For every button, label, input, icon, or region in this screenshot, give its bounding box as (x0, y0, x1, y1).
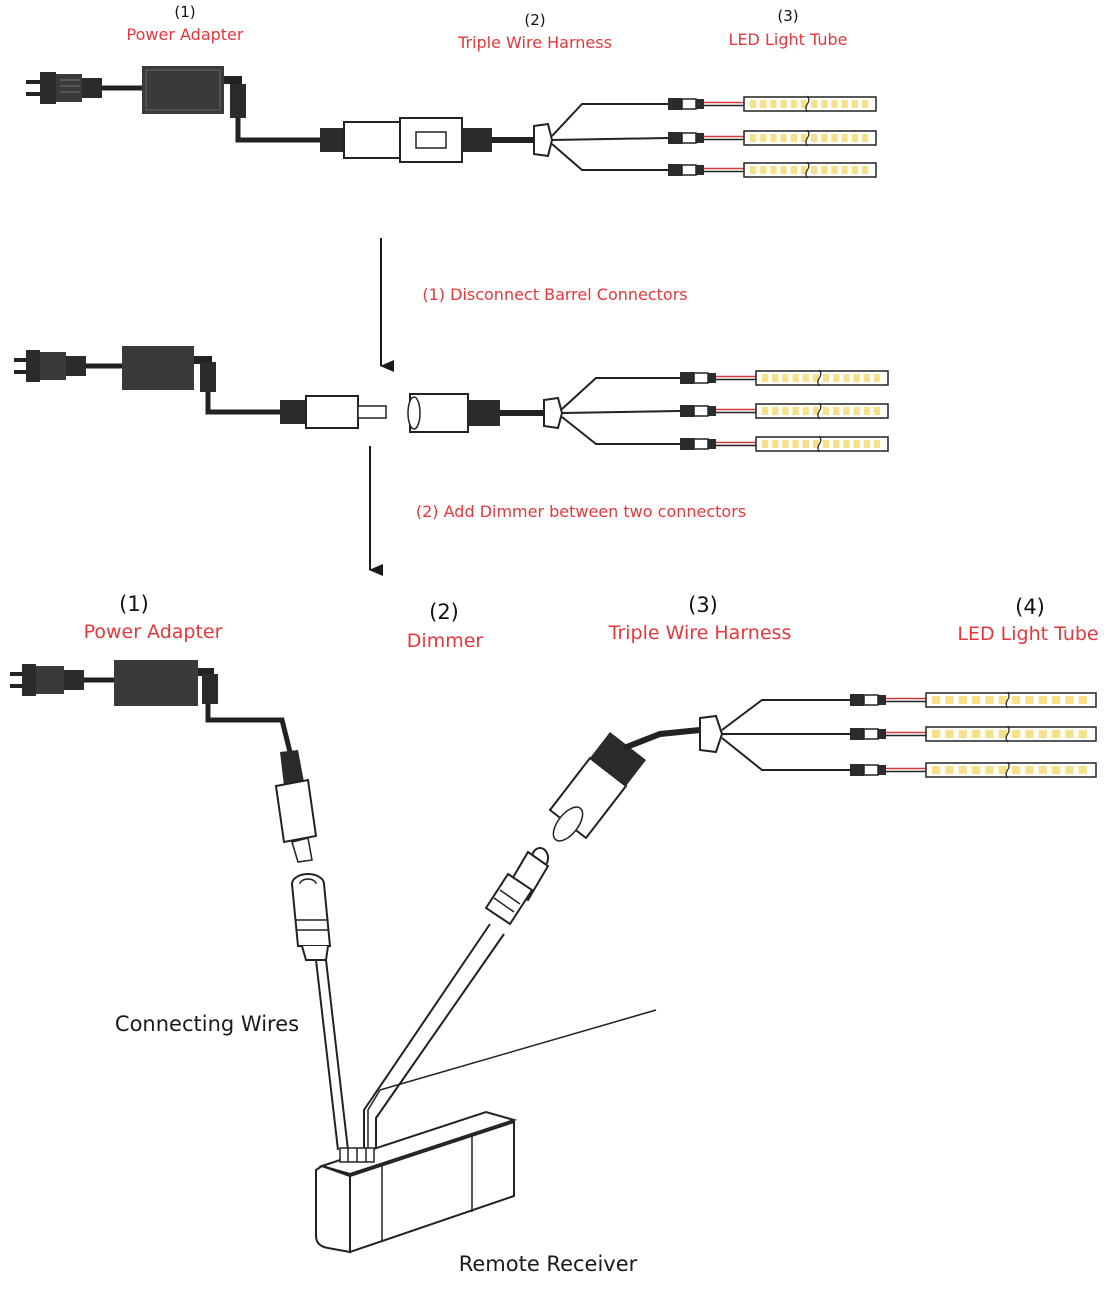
bottom-dimmer-number: (2) (429, 600, 459, 624)
led-strip-icon (668, 95, 877, 113)
led-strip-icon (680, 369, 889, 387)
adapter-icon (122, 346, 280, 415)
adapter-icon (142, 66, 320, 143)
remote-receiver-icon (315, 1110, 518, 1254)
connecting-wires-label: Connecting Wires (114, 1012, 300, 1036)
barrel-connector-icon (484, 847, 550, 926)
middle-assembly (14, 346, 889, 453)
barrel-connector-icon (407, 393, 544, 433)
bottom-assembly (10, 660, 1097, 1254)
bottom-led-number: (4) (1015, 595, 1045, 619)
top-harness-number: (2) (524, 11, 546, 29)
led-strip-icon (668, 129, 877, 147)
bottom-adapter-label: Power Adapter (83, 621, 223, 643)
top-adapter-number: (1) (174, 3, 196, 21)
barrel-connector-icon (320, 117, 534, 163)
plug-icon (14, 350, 122, 382)
barrel-connector-icon (280, 395, 387, 429)
led-strip-icon (680, 402, 889, 420)
top-led-label: LED Light Tube (728, 30, 848, 49)
top-harness-label: Triple Wire Harness (458, 33, 612, 52)
step2-text: (2) Add Dimmer between two connectors (415, 502, 747, 521)
barrel-connector-icon (291, 873, 332, 961)
step1-text: (1) Disconnect Barrel Connectors (422, 285, 688, 304)
plug-icon (26, 72, 142, 104)
barrel-connector-icon (548, 727, 701, 842)
remote-receiver-label: Remote Receiver (458, 1252, 638, 1276)
bottom-dimmer-label: Dimmer (406, 630, 484, 652)
led-strip-icon (850, 725, 1097, 743)
led-strip-icon (668, 161, 877, 179)
led-strip-group (850, 691, 1097, 779)
barrel-connector-icon (274, 750, 318, 863)
led-strip-icon (850, 761, 1097, 779)
splitter-icon (533, 103, 669, 171)
led-strip-group (668, 95, 877, 179)
top-adapter-label: Power Adapter (126, 25, 244, 44)
led-strip-group (680, 369, 889, 453)
bottom-harness-label: Triple Wire Harness (608, 622, 792, 644)
splitter-icon (699, 699, 850, 771)
led-strip-icon (680, 435, 889, 453)
bottom-harness-number: (3) (688, 593, 718, 617)
top-assembly (26, 66, 877, 179)
bottom-led-label: LED Light Tube (957, 623, 1099, 645)
splitter-icon (543, 377, 681, 445)
top-led-number: (3) (777, 7, 799, 25)
plug-icon (10, 664, 114, 696)
led-strip-icon (850, 691, 1097, 709)
bottom-adapter-number: (1) (119, 592, 149, 616)
adapter-icon (114, 660, 293, 753)
